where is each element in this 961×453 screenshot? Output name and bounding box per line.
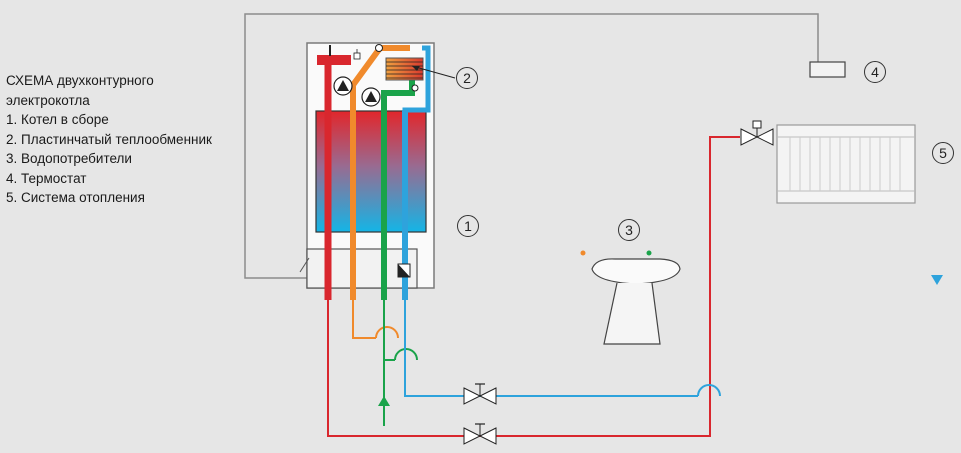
valve-icon: [463, 423, 497, 445]
hx-pointer: [411, 65, 456, 79]
safety-valve-icon: [353, 49, 361, 60]
callout-3-label: 3: [625, 222, 633, 238]
control-box-slant: [299, 257, 310, 273]
thermostat-icon: [809, 61, 846, 78]
callout-4: 4: [864, 61, 886, 83]
valve-icon: [740, 120, 774, 146]
hx-sensor-bottom: [411, 84, 419, 92]
legend-item-heat-exchanger: 2. Пластинчатый теплообменник: [6, 131, 212, 147]
top-manifold: [317, 55, 351, 65]
blue-hx-loop: [402, 45, 431, 185]
legend-title-line2: электрокотла: [6, 92, 90, 108]
callout-5: 5: [932, 142, 954, 164]
thermostat-wire: [244, 13, 819, 279]
control-switch-icon: [397, 263, 411, 278]
pump-icon: [333, 76, 353, 96]
legend-item-boiler: 1. Котел в сборе: [6, 112, 109, 127]
heating-tank: [315, 110, 427, 233]
valve-icon: [463, 383, 497, 405]
radiator-icon: [776, 124, 916, 204]
callout-1: 1: [457, 215, 479, 237]
callout-5-label: 5: [939, 145, 947, 161]
legend-item-heating-system: 5. Система отопления: [6, 190, 145, 205]
orange-crossover: [375, 326, 399, 339]
legend-item-thermostat: 4. Термостат: [6, 170, 87, 186]
callout-1-label: 1: [464, 218, 472, 234]
flow-arrow-icon: [931, 275, 943, 285]
blue-crossover: [697, 384, 721, 397]
orange-dhw-pipe: [352, 300, 376, 339]
flow-arrow-icon: [378, 396, 390, 406]
callout-2: 2: [456, 67, 478, 89]
sink-icon: [591, 258, 681, 345]
legend-title-line1: СХЕМА двухконтурного: [6, 73, 154, 88]
red-supply-pipe: [327, 136, 740, 437]
callout-4-label: 4: [871, 64, 879, 80]
legend: СХЕМА двухконтурного электрокотла 1. Кот…: [6, 71, 212, 208]
pump-icon: [361, 87, 381, 107]
hx-sensor-top: [375, 44, 383, 52]
orange-dhw-pipe-internal: [350, 45, 410, 300]
blue-return-pipe: [404, 300, 698, 397]
callout-2-label: 2: [463, 70, 471, 86]
legend-item-consumers: 3. Водопотребители: [6, 151, 132, 166]
callout-3: 3: [618, 219, 640, 241]
